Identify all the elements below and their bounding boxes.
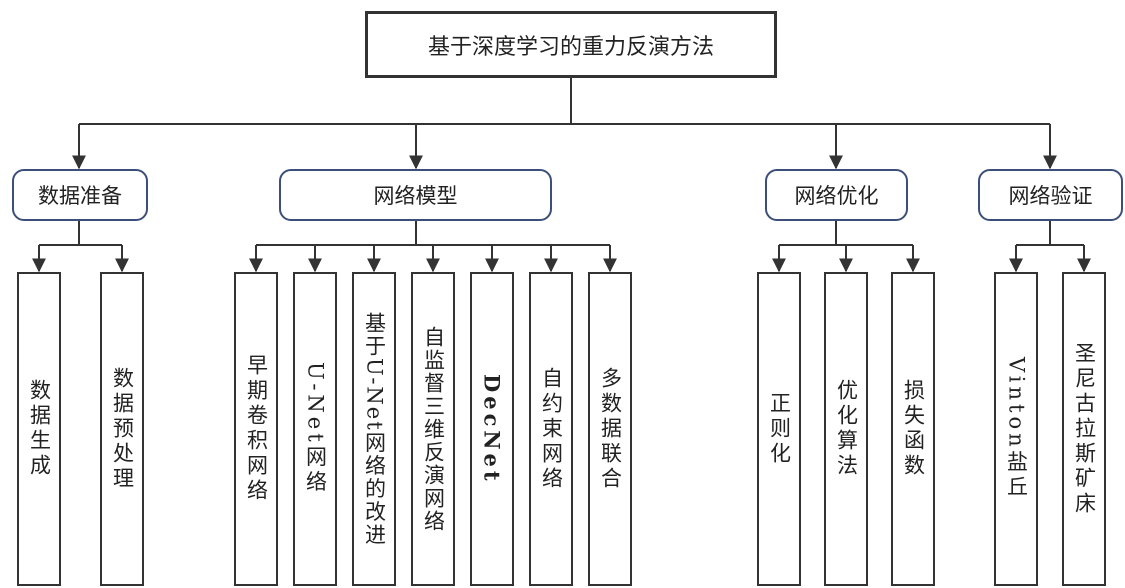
leaf-label: 数据预处理 bbox=[110, 366, 135, 492]
category-label: 网络优化 bbox=[794, 184, 879, 208]
leaf-self-constrained: 自约束网络 bbox=[529, 272, 573, 586]
leaf-label: 自约束网络 bbox=[539, 366, 564, 492]
leaf-vinton-salt-dome: Vinton盐丘 bbox=[994, 272, 1038, 586]
leaf-label: 损失函数 bbox=[901, 379, 926, 479]
category-network-validation: 网络验证 bbox=[978, 169, 1123, 221]
leaf-data-generation: 数据生成 bbox=[17, 272, 61, 586]
leaf-label: 早期卷积网络 bbox=[244, 354, 269, 504]
leaf-label: 数据生成 bbox=[27, 379, 52, 479]
leaf-san-nicolas-deposit: 圣尼古拉斯矿床 bbox=[1062, 272, 1106, 586]
leaf-label: 基于U-Net网络的改进 bbox=[362, 311, 387, 547]
leaf-label: 圣尼古拉斯矿床 bbox=[1072, 341, 1097, 517]
leaf-self-supervised-3d: 自监督三维反演网络 bbox=[411, 272, 455, 586]
root-label: 基于深度学习的重力反演方法 bbox=[427, 34, 714, 60]
leaf-label: 多数据联合 bbox=[598, 366, 623, 492]
leaf-loss-function: 损失函数 bbox=[891, 272, 935, 586]
leaf-multi-data-joint: 多数据联合 bbox=[588, 272, 632, 586]
category-data-preparation: 数据准备 bbox=[12, 169, 148, 221]
category-label: 数据准备 bbox=[38, 184, 122, 208]
category-label: 网络验证 bbox=[1008, 184, 1093, 208]
leaf-label: 正则化 bbox=[767, 391, 792, 467]
leaf-unet-improvement: 基于U-Net网络的改进 bbox=[352, 272, 396, 586]
category-label: 网络模型 bbox=[373, 184, 458, 208]
category-network-optimization: 网络优化 bbox=[765, 169, 908, 221]
leaf-label: DecNet bbox=[479, 373, 505, 485]
leaf-optimization-algorithm: 优化算法 bbox=[824, 272, 868, 586]
category-network-model: 网络模型 bbox=[279, 169, 552, 221]
leaf-early-cnn: 早期卷积网络 bbox=[234, 272, 278, 586]
leaf-label: 自监督三维反演网络 bbox=[421, 325, 446, 533]
leaf-data-preprocessing: 数据预处理 bbox=[100, 272, 144, 586]
leaf-label: Vinton盐丘 bbox=[1004, 357, 1029, 501]
root-node: 基于深度学习的重力反演方法 bbox=[365, 11, 777, 78]
leaf-unet: U-Net网络 bbox=[293, 272, 337, 586]
leaf-label: U-Net网络 bbox=[303, 362, 328, 496]
leaf-label: 优化算法 bbox=[834, 379, 859, 479]
leaf-regularization: 正则化 bbox=[757, 272, 801, 586]
leaf-decnet: DecNet bbox=[470, 272, 514, 586]
